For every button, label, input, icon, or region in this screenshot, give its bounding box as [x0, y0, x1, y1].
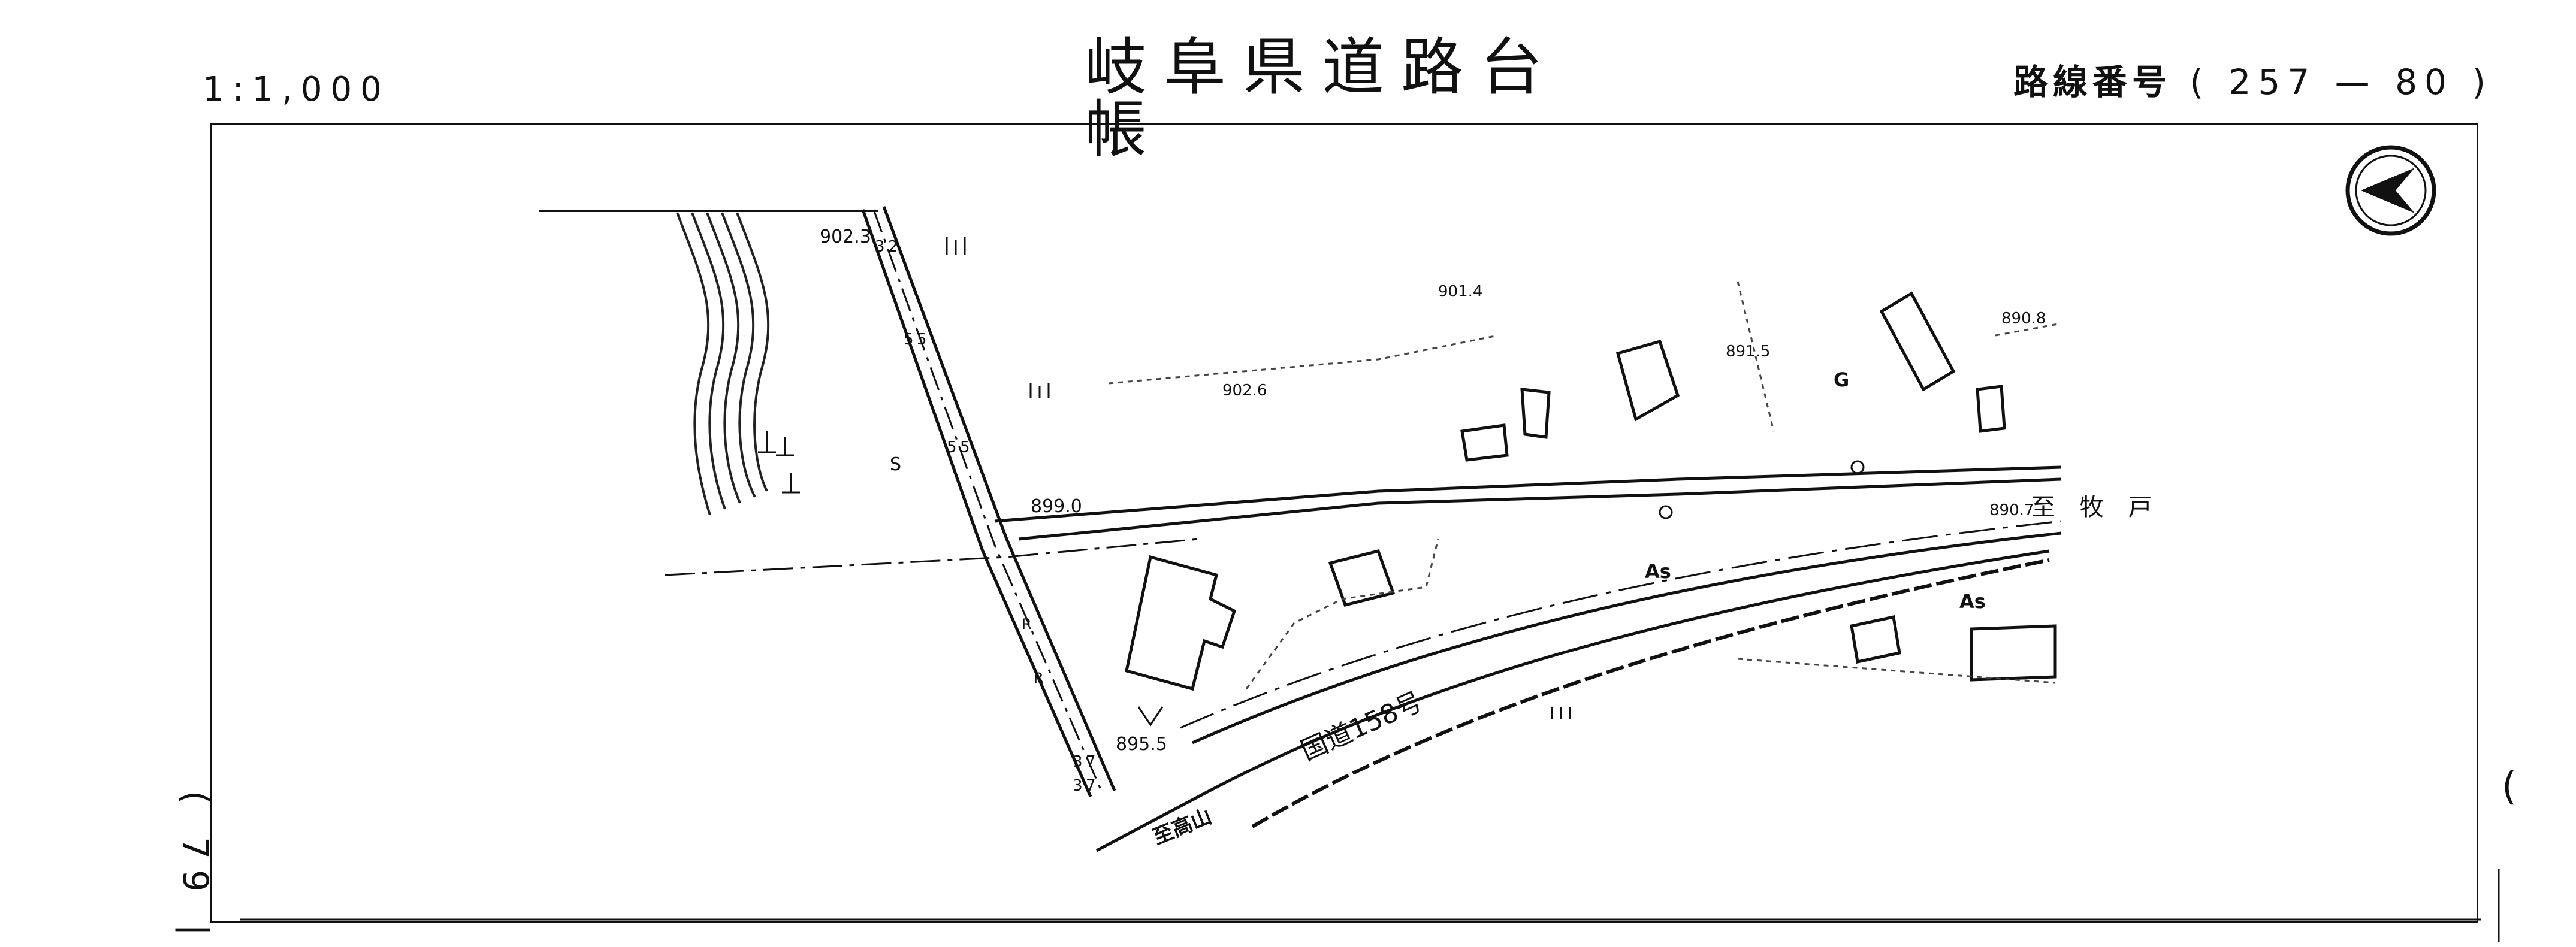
- buildings: [1125, 291, 2057, 691]
- north-arrow-icon: [2345, 145, 2436, 236]
- map-symbols: [758, 237, 1865, 727]
- elevation-label: 891.5: [1726, 343, 1770, 361]
- adjacent-sheet-right: (: [2502, 765, 2517, 809]
- post-mark: 7: [1086, 753, 1096, 771]
- post-mark: 3: [875, 238, 885, 256]
- destination-label: 至高山: [1149, 804, 1215, 849]
- route-value: ( 257 — 80 ): [2190, 62, 2493, 102]
- post-mark: 5: [917, 331, 927, 349]
- map-frame: [210, 123, 2478, 923]
- elevation-label: 890.8: [2001, 310, 2046, 328]
- post-mark: R: [1022, 616, 1032, 633]
- route-number: 路線番号 ( 257 — 80 ): [2013, 65, 2493, 99]
- page-title: 岐阜県道路台帳: [1085, 31, 1560, 166]
- surface-label: As: [1959, 590, 1986, 613]
- post-mark: 3: [1073, 777, 1083, 795]
- map-scale: 1:1,000: [203, 70, 390, 109]
- road-name-label: 国道158号: [1297, 686, 1427, 767]
- post-mark: 7: [1086, 777, 1096, 795]
- elevation-label: 895.5: [1116, 734, 1167, 755]
- elevation-label: 901.4: [1438, 283, 1482, 301]
- main-road: [665, 465, 2062, 852]
- post-mark: 5: [960, 438, 970, 456]
- surface-label: G: [1834, 368, 1849, 391]
- elevation-label: 890.7: [1989, 501, 2034, 519]
- elevation-label: 899.0: [1031, 496, 1082, 517]
- post-mark: R: [1034, 670, 1044, 686]
- post-mark: 2: [888, 238, 898, 256]
- parcel-boundaries: [1108, 281, 2062, 689]
- elevation-label: 902.6: [1222, 382, 1267, 400]
- post-mark: 3: [1073, 753, 1083, 771]
- destination-label: 至 牧 戸: [2031, 494, 2160, 521]
- side-road: [861, 206, 1116, 798]
- post-mark: 5: [904, 331, 914, 349]
- contour-lines: [676, 212, 770, 516]
- surface-label: S: [890, 454, 901, 475]
- route-label: 路線番号: [2013, 62, 2172, 102]
- surface-label: As: [1645, 560, 1671, 583]
- post-mark: 5: [947, 438, 957, 456]
- elevation-label: 902.3: [820, 226, 871, 247]
